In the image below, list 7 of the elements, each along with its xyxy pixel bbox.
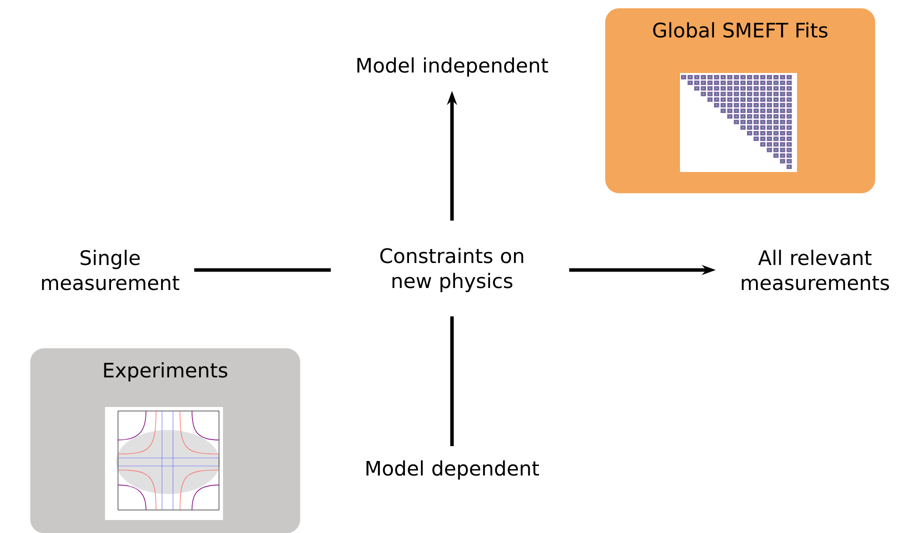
text-label: Constraints on new physics — [380, 248, 524, 292]
connector-line — [450, 316, 454, 446]
text-label: Single measurement — [42, 250, 180, 290]
text-label: All relevant measurements — [742, 250, 889, 290]
text-label: Model dependent — [366, 460, 539, 480]
connector-line — [194, 268, 331, 272]
text-label: Model independent — [357, 57, 548, 77]
